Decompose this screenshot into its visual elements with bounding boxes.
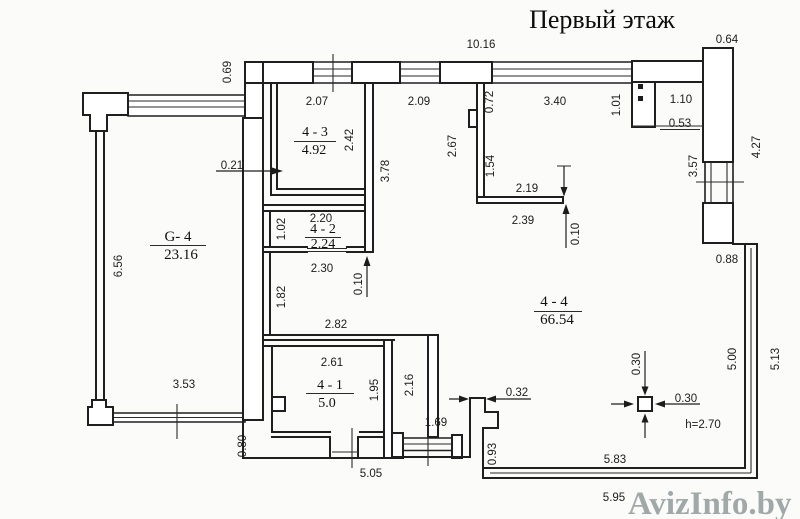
arrowhead [655, 400, 665, 408]
electrical-symbol [638, 96, 643, 101]
dimension-label: 1.10 [670, 94, 692, 106]
arrowhead [641, 413, 649, 423]
dimension-label: 1.01 [611, 94, 623, 116]
dimension-label: 2.61 [321, 357, 343, 369]
dimension-label: 0.30 [675, 393, 697, 405]
dimension-label: 5.05 [360, 468, 382, 480]
dimension-arrows [216, 166, 700, 438]
dimension-label: 2.67 [447, 135, 459, 157]
dimension-labels: 10.16 2.07 0.21 2.09 3.40 2.19 2.39 1.10… [173, 34, 739, 504]
dimension-label: 0.93 [487, 443, 499, 465]
dimension-ticks [176, 54, 744, 468]
dimension-label: 0.21 [221, 160, 243, 172]
dimension-label: 1.95 [369, 379, 381, 401]
room-area-4-3: 4.92 [302, 143, 327, 158]
dimension-label: 2.39 [512, 215, 534, 227]
wall-lines [95, 82, 758, 479]
dimension-label: 1.02 [276, 218, 288, 240]
column-symbol [637, 396, 653, 412]
room-area-g4: 23.16 [164, 247, 198, 263]
dimension-label: 4.27 [751, 136, 763, 158]
dimension-label: 5.95 [603, 492, 625, 504]
dimension-label: 0.72 [484, 91, 496, 113]
arrowhead [486, 395, 496, 403]
dimension-label: 2.30 [311, 263, 333, 275]
room-labels: G- 4 23.16 4 - 3 4.92 4 - 2 2.24 4 - 1 5… [150, 125, 582, 411]
dimension-label: 2.42 [344, 129, 356, 151]
arrowhead [272, 167, 283, 175]
dimension-label: 1.82 [276, 286, 288, 308]
dimension-label: 3.57 [688, 155, 700, 177]
window-outline-lines [402, 162, 734, 452]
dimension-label: 1.54 [485, 154, 497, 177]
dimension-label: 2.20 [310, 213, 332, 225]
dimension-label: 0.30 [631, 353, 643, 375]
dimension-label: 1.69 [425, 417, 447, 429]
walls [82, 47, 758, 479]
dimension-label: 2.09 [408, 96, 430, 108]
dimension-label: 3.40 [544, 96, 566, 108]
room-label-4-4: 4 - 4 [540, 294, 568, 310]
dimension-label: 3.53 [173, 379, 195, 391]
plan-title: Первый этаж [529, 5, 676, 34]
tick-lines [176, 54, 744, 468]
dimension-label: 2.07 [306, 96, 328, 108]
dimension-label: 0.64 [716, 34, 739, 46]
arrowhead [641, 386, 649, 396]
dimension-label: 3.78 [380, 160, 392, 182]
dimension-label: 5.00 [727, 348, 739, 370]
room-label-4-1: 4 - 1 [317, 378, 343, 393]
dimension-label: 2.82 [325, 319, 347, 331]
room-area-4-2: 2.24 [311, 237, 336, 252]
arrowhead [560, 187, 568, 197]
dimension-label: 0.88 [716, 254, 738, 266]
electrical-symbol [638, 84, 643, 89]
symbols [637, 84, 653, 412]
arrowhead [459, 395, 469, 403]
watermark: AvizInfo.by [628, 486, 792, 519]
room-area-4-1: 5.0 [318, 396, 336, 411]
dimension-label: 0.10 [570, 223, 582, 245]
dimension-label: 0.80 [237, 435, 249, 457]
dimension-label: 0.69 [222, 61, 234, 83]
dimension-label: 0.53 [669, 118, 691, 130]
arrowhead [562, 204, 570, 214]
arrowhead [363, 256, 371, 266]
ceiling-height-label: h=2.70 [685, 419, 721, 431]
dimension-label: 2.16 [404, 374, 416, 396]
dimension-label: 0.10 [353, 273, 365, 295]
thin-detail-lines [307, 125, 752, 474]
arrowhead [624, 400, 634, 408]
room-label-4-2: 4 - 2 [310, 222, 336, 237]
dimension-label: 6.56 [113, 255, 125, 277]
arrow-heads [272, 167, 665, 423]
room-label-g4: G- 4 [164, 229, 192, 245]
dimension-label: 5.83 [604, 454, 626, 466]
arrow-lines [216, 166, 700, 438]
dimension-label: 2.19 [516, 183, 538, 195]
dimension-labels-rotated: 0.69 2.42 3.78 2.67 0.72 1.54 0.10 1.01 … [113, 61, 782, 465]
room-area-4-4: 66.54 [540, 312, 574, 328]
dimension-label: 10.16 [467, 39, 496, 51]
dimension-label: 5.13 [770, 348, 782, 370]
dimension-label: 0.32 [506, 387, 528, 399]
room-label-4-3: 4 - 3 [302, 125, 328, 140]
